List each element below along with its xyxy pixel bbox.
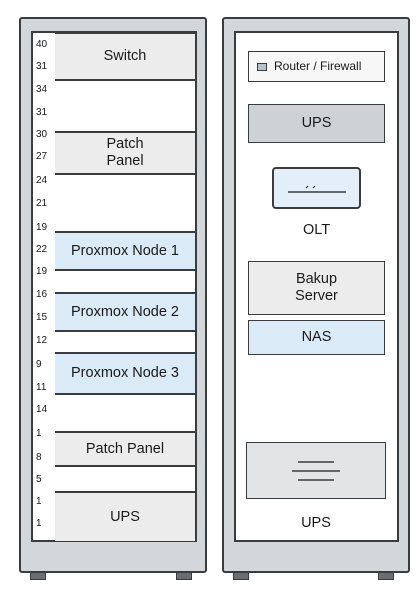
unit-number: 11: [36, 382, 47, 393]
nas-label: NAS: [301, 329, 332, 345]
ups-top-label: UPS: [301, 115, 332, 131]
olt-port-icon: [287, 185, 346, 193]
empty-slot: [55, 80, 195, 132]
empty-slot: [55, 466, 195, 492]
router-led-icon: [257, 62, 267, 71]
unit-number: 14: [36, 404, 48, 415]
slot-label: UPS: [110, 508, 140, 525]
right-rack-foot-right: [378, 572, 394, 580]
unit-number: 1: [36, 428, 42, 439]
empty-slot: [55, 174, 195, 232]
unit-number: 22: [36, 244, 48, 255]
unit-number: 21: [36, 198, 48, 209]
backup-server-label: Bakup Server: [295, 271, 338, 304]
ups-bottom-label: UPS: [301, 515, 331, 531]
unit-number: 15: [36, 312, 48, 323]
unit-number: 31: [36, 107, 48, 118]
right-rack-foot-left: [233, 572, 249, 580]
unit-number: 31: [36, 61, 48, 72]
empty-slot: [55, 331, 195, 353]
unit-number: 9: [36, 359, 42, 370]
ups-top-device: UPS: [248, 104, 385, 143]
ups-slot: UPS: [55, 492, 195, 542]
unit-number: 19: [36, 266, 48, 277]
slot-label: Switch: [103, 48, 147, 64]
unit-number: 1: [36, 496, 42, 507]
empty-slot: [55, 270, 195, 293]
olt-device: [272, 167, 361, 209]
backup-server-device: Bakup Server: [248, 261, 385, 315]
slot-label: Proxmox Node 3: [71, 365, 179, 381]
unit-number: 12: [36, 335, 48, 346]
olt-label: OLT: [302, 222, 331, 238]
router-firewall-label: Router / Firewall: [274, 59, 362, 73]
proxmox-node-3-slot: Proxmox Node 3: [55, 353, 195, 394]
unit-number: 34: [36, 84, 48, 95]
unit-number: 27: [36, 151, 48, 162]
unit-number: 8: [36, 452, 42, 463]
patch-panel-slot: Patch Panel: [55, 432, 195, 466]
slot-label: Patch Panel: [85, 440, 165, 457]
unit-number: 16: [36, 289, 48, 300]
left-rack-foot-left: [30, 572, 46, 580]
unit-number: 30: [36, 129, 48, 140]
unit-number: 19: [36, 222, 48, 233]
proxmox-node-1-slot: Proxmox Node 1: [55, 232, 195, 270]
unit-number: 40: [36, 39, 48, 50]
ups-vent-icon: [292, 460, 340, 481]
unit-number: 24: [36, 175, 48, 186]
unit-number: 5: [36, 474, 42, 485]
ups-bottom-device: [246, 442, 386, 499]
left-rack-foot-right: [176, 572, 192, 580]
unit-number: 1: [36, 518, 42, 529]
router-firewall-device: Router / Firewall: [248, 51, 385, 82]
empty-slot: [55, 394, 195, 432]
slot-label: Patch Panel: [106, 136, 144, 169]
slot-label: Proxmox Node 1: [71, 242, 179, 259]
nas-device: NAS: [248, 320, 385, 355]
slot-label: Proxmox Node 2: [71, 303, 179, 320]
proxmox-node-2-slot: Proxmox Node 2: [55, 293, 195, 331]
switch-slot: Switch: [55, 33, 195, 80]
patch-panel-slot: Patch Panel: [55, 132, 195, 174]
